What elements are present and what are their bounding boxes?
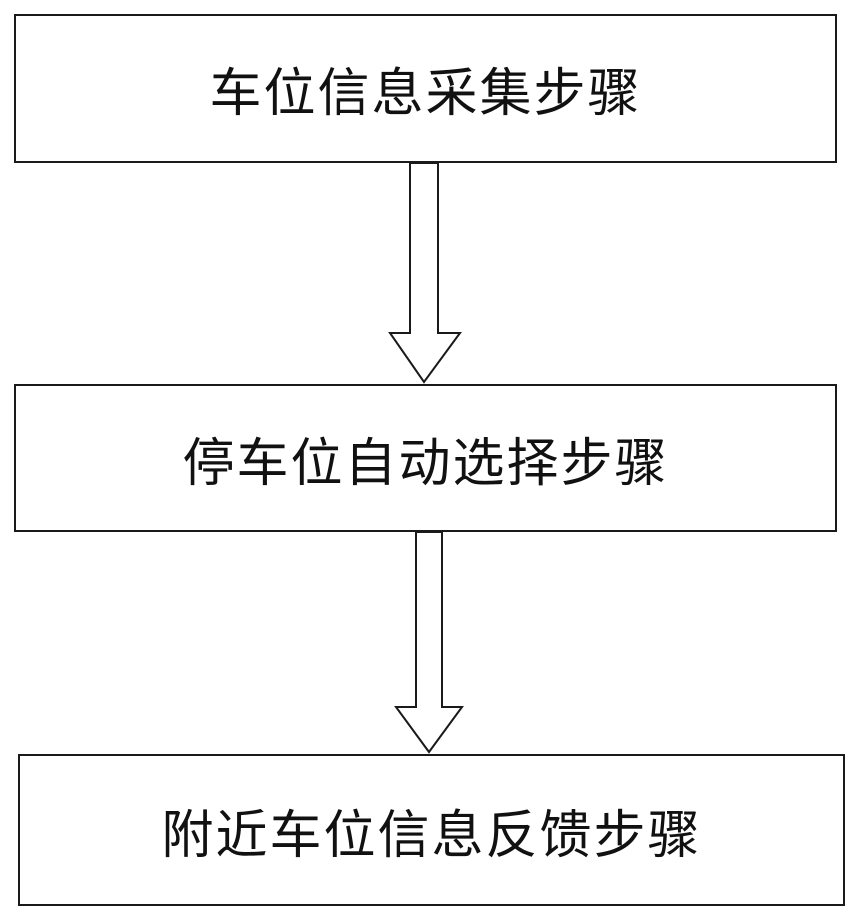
step-box-feedback: 附近车位信息反馈步骤 bbox=[18, 754, 845, 906]
step-label-collect: 车位信息采集步骤 bbox=[209, 64, 642, 124]
step-box-select: 停车位自动选择步骤 bbox=[14, 384, 837, 532]
step-label-feedback: 附近车位信息反馈步骤 bbox=[161, 805, 702, 866]
step-box-collect: 车位信息采集步骤 bbox=[14, 14, 837, 163]
step-label-select: 停车位自动选择步骤 bbox=[182, 433, 669, 494]
down-arrow-icon bbox=[394, 531, 464, 754]
down-arrow-icon bbox=[388, 162, 462, 384]
